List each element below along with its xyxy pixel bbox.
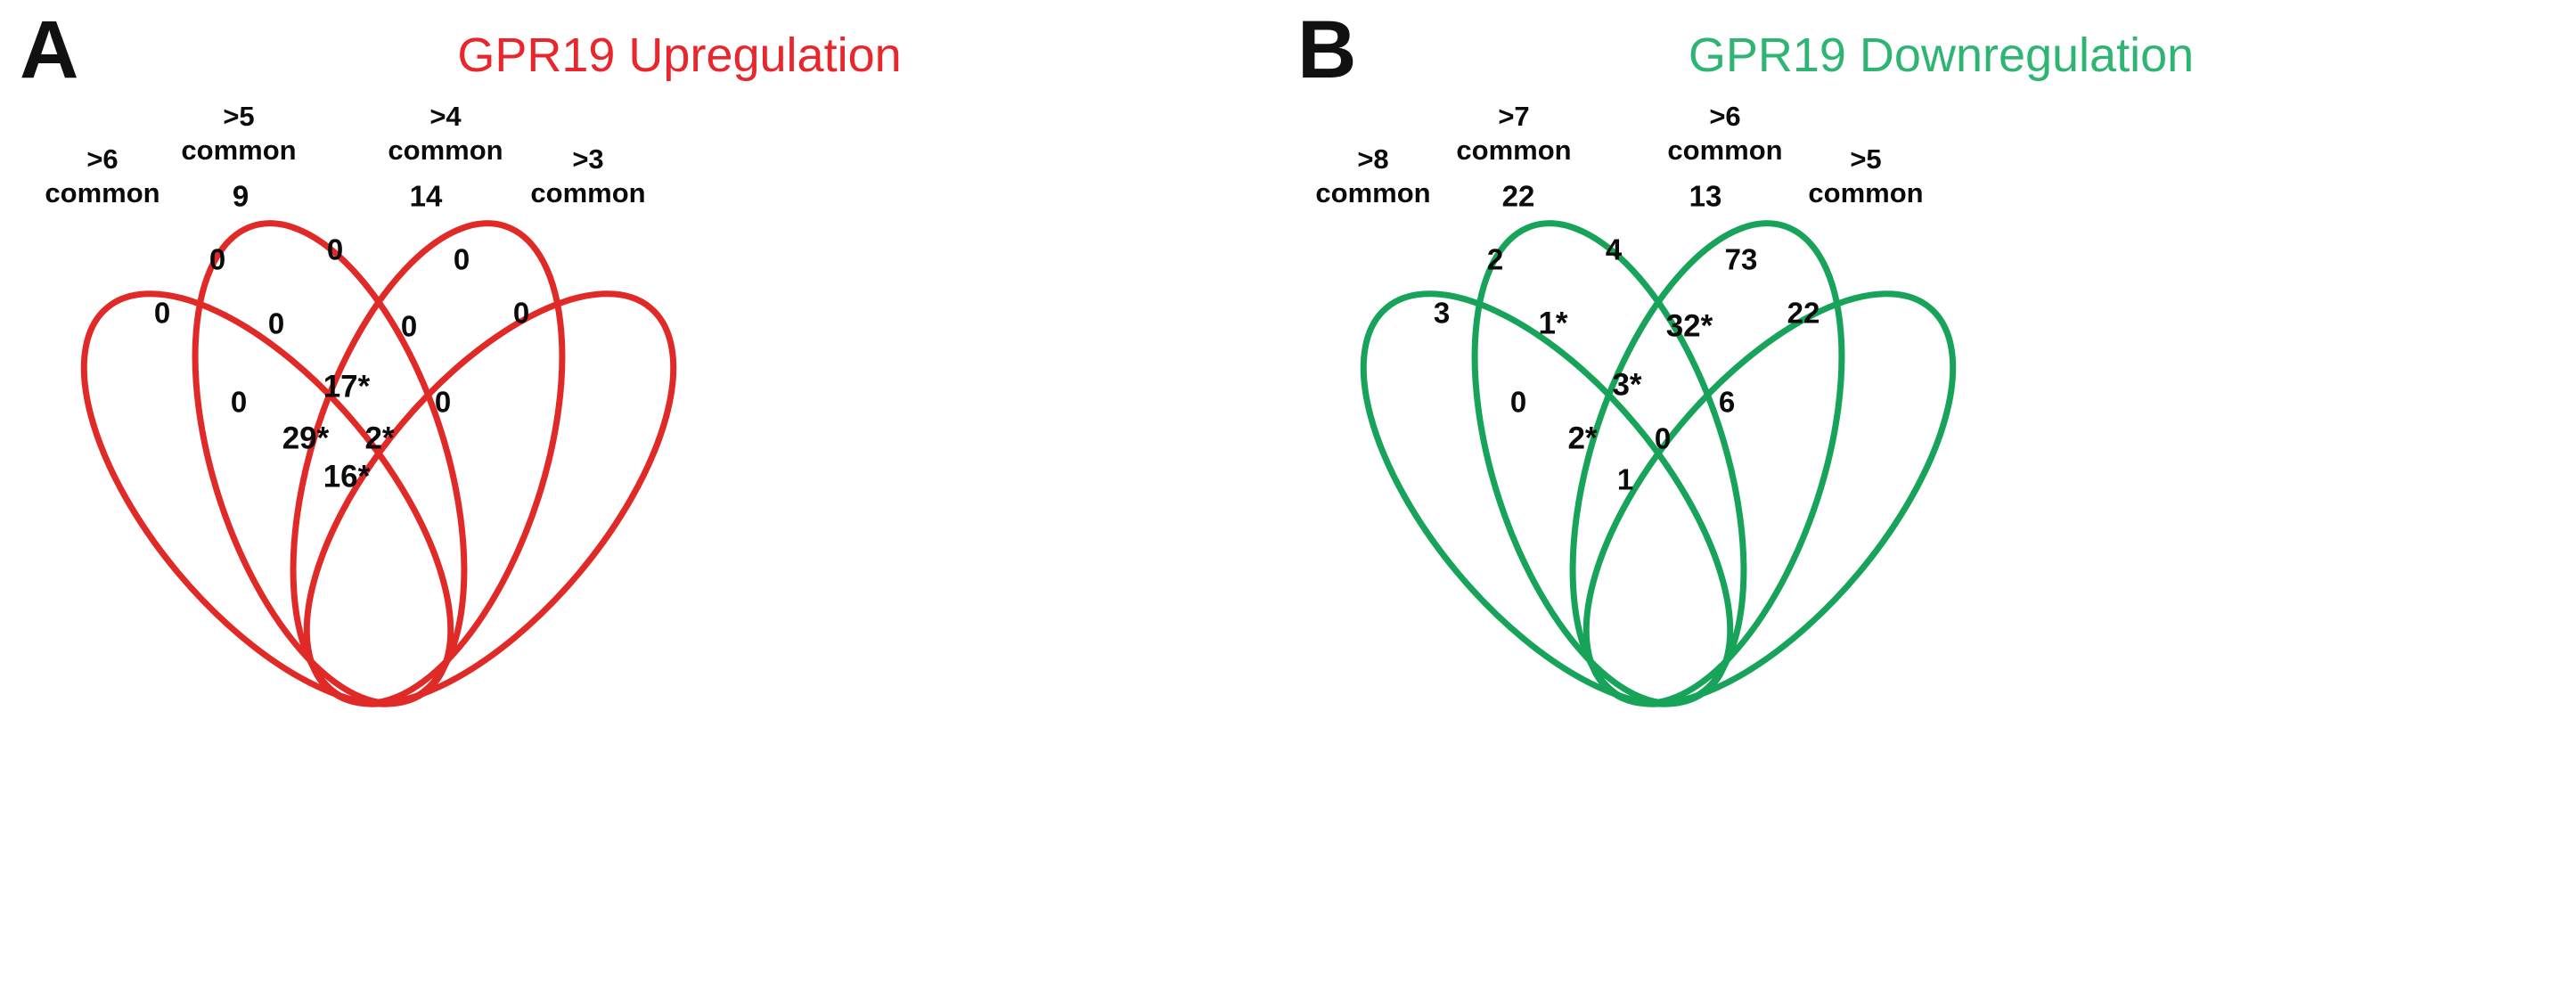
- panel-a-count-only-3: 14: [409, 179, 443, 213]
- panel-b-count-only-1: 3: [1433, 296, 1451, 330]
- panel-a-count-only-1: 0: [153, 296, 171, 330]
- panel-a: A GPR19 Upregulation >6 common >5 common…: [20, 4, 902, 707]
- panel-a-set-label-2: >5 common: [181, 101, 297, 166]
- panel-a-set-label-4: >3 common: [530, 143, 646, 208]
- panel-b-count-1-3: 0: [1509, 385, 1527, 419]
- panel-a-count-2-3: 0: [326, 233, 344, 266]
- panel-b-count-1-2-4: 2*: [1567, 421, 1598, 456]
- panel-b-count-center: 3*: [1612, 367, 1642, 403]
- panel-a-ellipse-4: [303, 290, 677, 707]
- panel-a-count-1-2: 0: [209, 242, 226, 276]
- panel-a-set-label-3: >4 common: [388, 101, 503, 166]
- panel-a-ellipse-3: [290, 220, 566, 707]
- panel-a-count-2-4: 0: [434, 385, 452, 419]
- panel-b-count-1-3-4: 0: [1654, 421, 1672, 455]
- panel-b-venn-diagram: [1360, 220, 1957, 707]
- panel-b-count-only-4: 22: [1787, 296, 1820, 330]
- panel-a-count-3-4: 0: [453, 242, 470, 276]
- panel-b: B GPR19 Downregulation >8 common >7 comm…: [1288, 0, 2576, 1005]
- panel-b-set-label-4: >5 common: [1808, 143, 1924, 208]
- panel-b-count-2-3: 4: [1605, 233, 1623, 266]
- panel-b-set-label-3: >6 common: [1667, 101, 1783, 166]
- panel-b-set-label-1: >8 common: [1315, 143, 1431, 208]
- panel-b-count-1-2: 2: [1486, 242, 1504, 276]
- panel-b-title: GPR19 Downregulation: [1688, 29, 2195, 82]
- panel-b-count-1-2-3: 1*: [1538, 306, 1568, 341]
- panel-a-count-1-4: 16*: [323, 459, 371, 494]
- panel-a-count-only-2: 9: [232, 179, 249, 213]
- panel-a-title: GPR19 Upregulation: [457, 29, 902, 82]
- panel-a-count-1-3: 0: [230, 385, 248, 419]
- panel-a-count-only-4: 0: [512, 296, 530, 330]
- panel-b-ellipse-3: [1569, 220, 1845, 707]
- panel-b-count-1-4: 1: [1616, 462, 1634, 496]
- panel-b-ellipse-4: [1582, 290, 1957, 707]
- panel-b-count-only-2: 22: [1501, 179, 1535, 213]
- panel-b-count-2-4: 6: [1718, 385, 1736, 419]
- panel-b-count-3-4: 73: [1724, 242, 1758, 276]
- panel-a-venn-diagram: [80, 220, 677, 707]
- panel-b-count-only-3: 13: [1689, 179, 1722, 213]
- panel-a-count-center: 17*: [323, 369, 371, 404]
- panel-a-set-label-1: >6 common: [45, 143, 160, 208]
- panel-b-letter: B: [1297, 4, 1356, 95]
- panel-b-count-2-3-4: 32*: [1665, 308, 1713, 344]
- panel-a-letter: A: [20, 4, 78, 95]
- panel-a-count-1-2-4: 29*: [282, 421, 330, 456]
- panel-a-count-1-3-4: 2*: [364, 421, 395, 456]
- panel-a-count-2-3-4: 0: [400, 309, 418, 343]
- panel-b-set-label-2: >7 common: [1456, 101, 1572, 166]
- panel-a-count-1-2-3: 0: [267, 306, 285, 340]
